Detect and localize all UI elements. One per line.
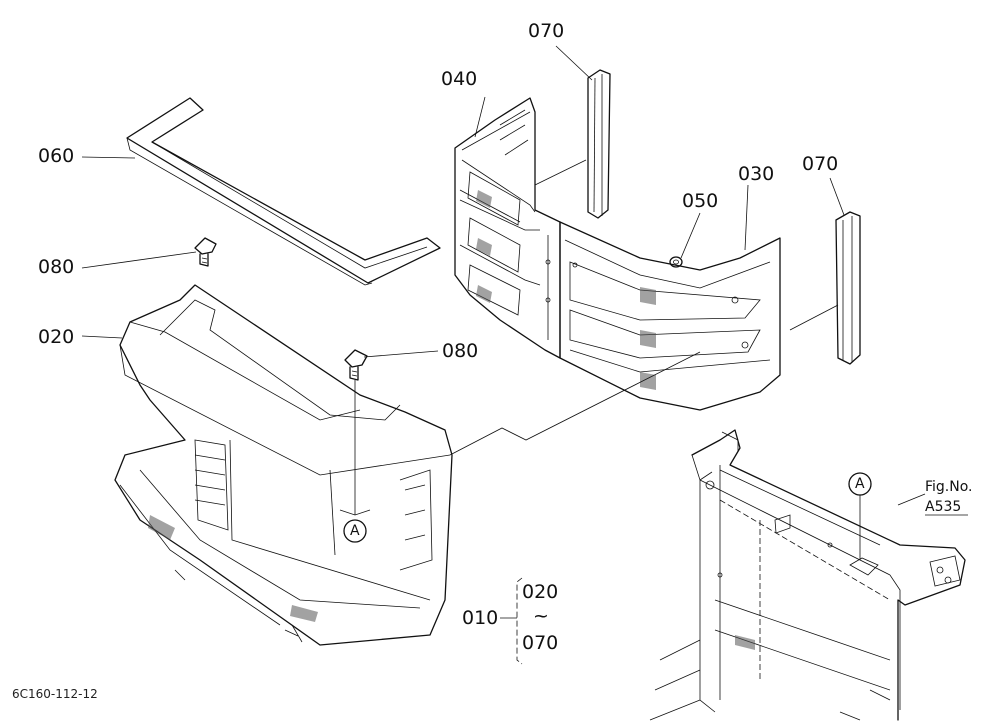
part-060-drawing [126, 97, 441, 286]
label-050: 050 [682, 190, 719, 212]
range-bracket [500, 577, 523, 665]
label-060: 060 [38, 145, 75, 167]
part-080-left-drawing [194, 237, 217, 267]
callout-a-right-circle [848, 472, 872, 496]
label-080-right: 080 [442, 340, 479, 362]
part-030-drawing [545, 221, 781, 411]
label-030: 030 [738, 163, 775, 185]
label-020: 020 [38, 326, 75, 348]
callout-a-left: A [350, 523, 360, 539]
range-from: 020 [522, 581, 559, 603]
figure-ref-line1: Fig.No. [925, 479, 973, 495]
assembly-lines [449, 159, 839, 456]
range-to: 070 [522, 632, 559, 654]
callout-a-left-circle [343, 519, 367, 543]
part-050-drawing [669, 256, 683, 268]
label-040: 040 [441, 68, 478, 90]
part-080-right-drawing [344, 349, 368, 381]
part-020-drawing [114, 284, 453, 646]
figure-ref-line2: A535 [925, 499, 962, 515]
part-040-drawing [454, 97, 561, 359]
label-070-right: 070 [802, 153, 839, 175]
label-070-top: 070 [528, 20, 565, 42]
part-070-right-drawing [835, 211, 861, 365]
frame-reference-drawing [649, 429, 966, 721]
leader-lines [81, 45, 968, 560]
callout-a-right: A [855, 476, 865, 492]
range-tilde: ~ [533, 605, 549, 627]
part-070-top-drawing [587, 69, 611, 219]
label-080-left: 080 [38, 256, 75, 278]
label-010: 010 [462, 607, 499, 629]
diagram-id: 6C160-112-12 [12, 687, 98, 701]
